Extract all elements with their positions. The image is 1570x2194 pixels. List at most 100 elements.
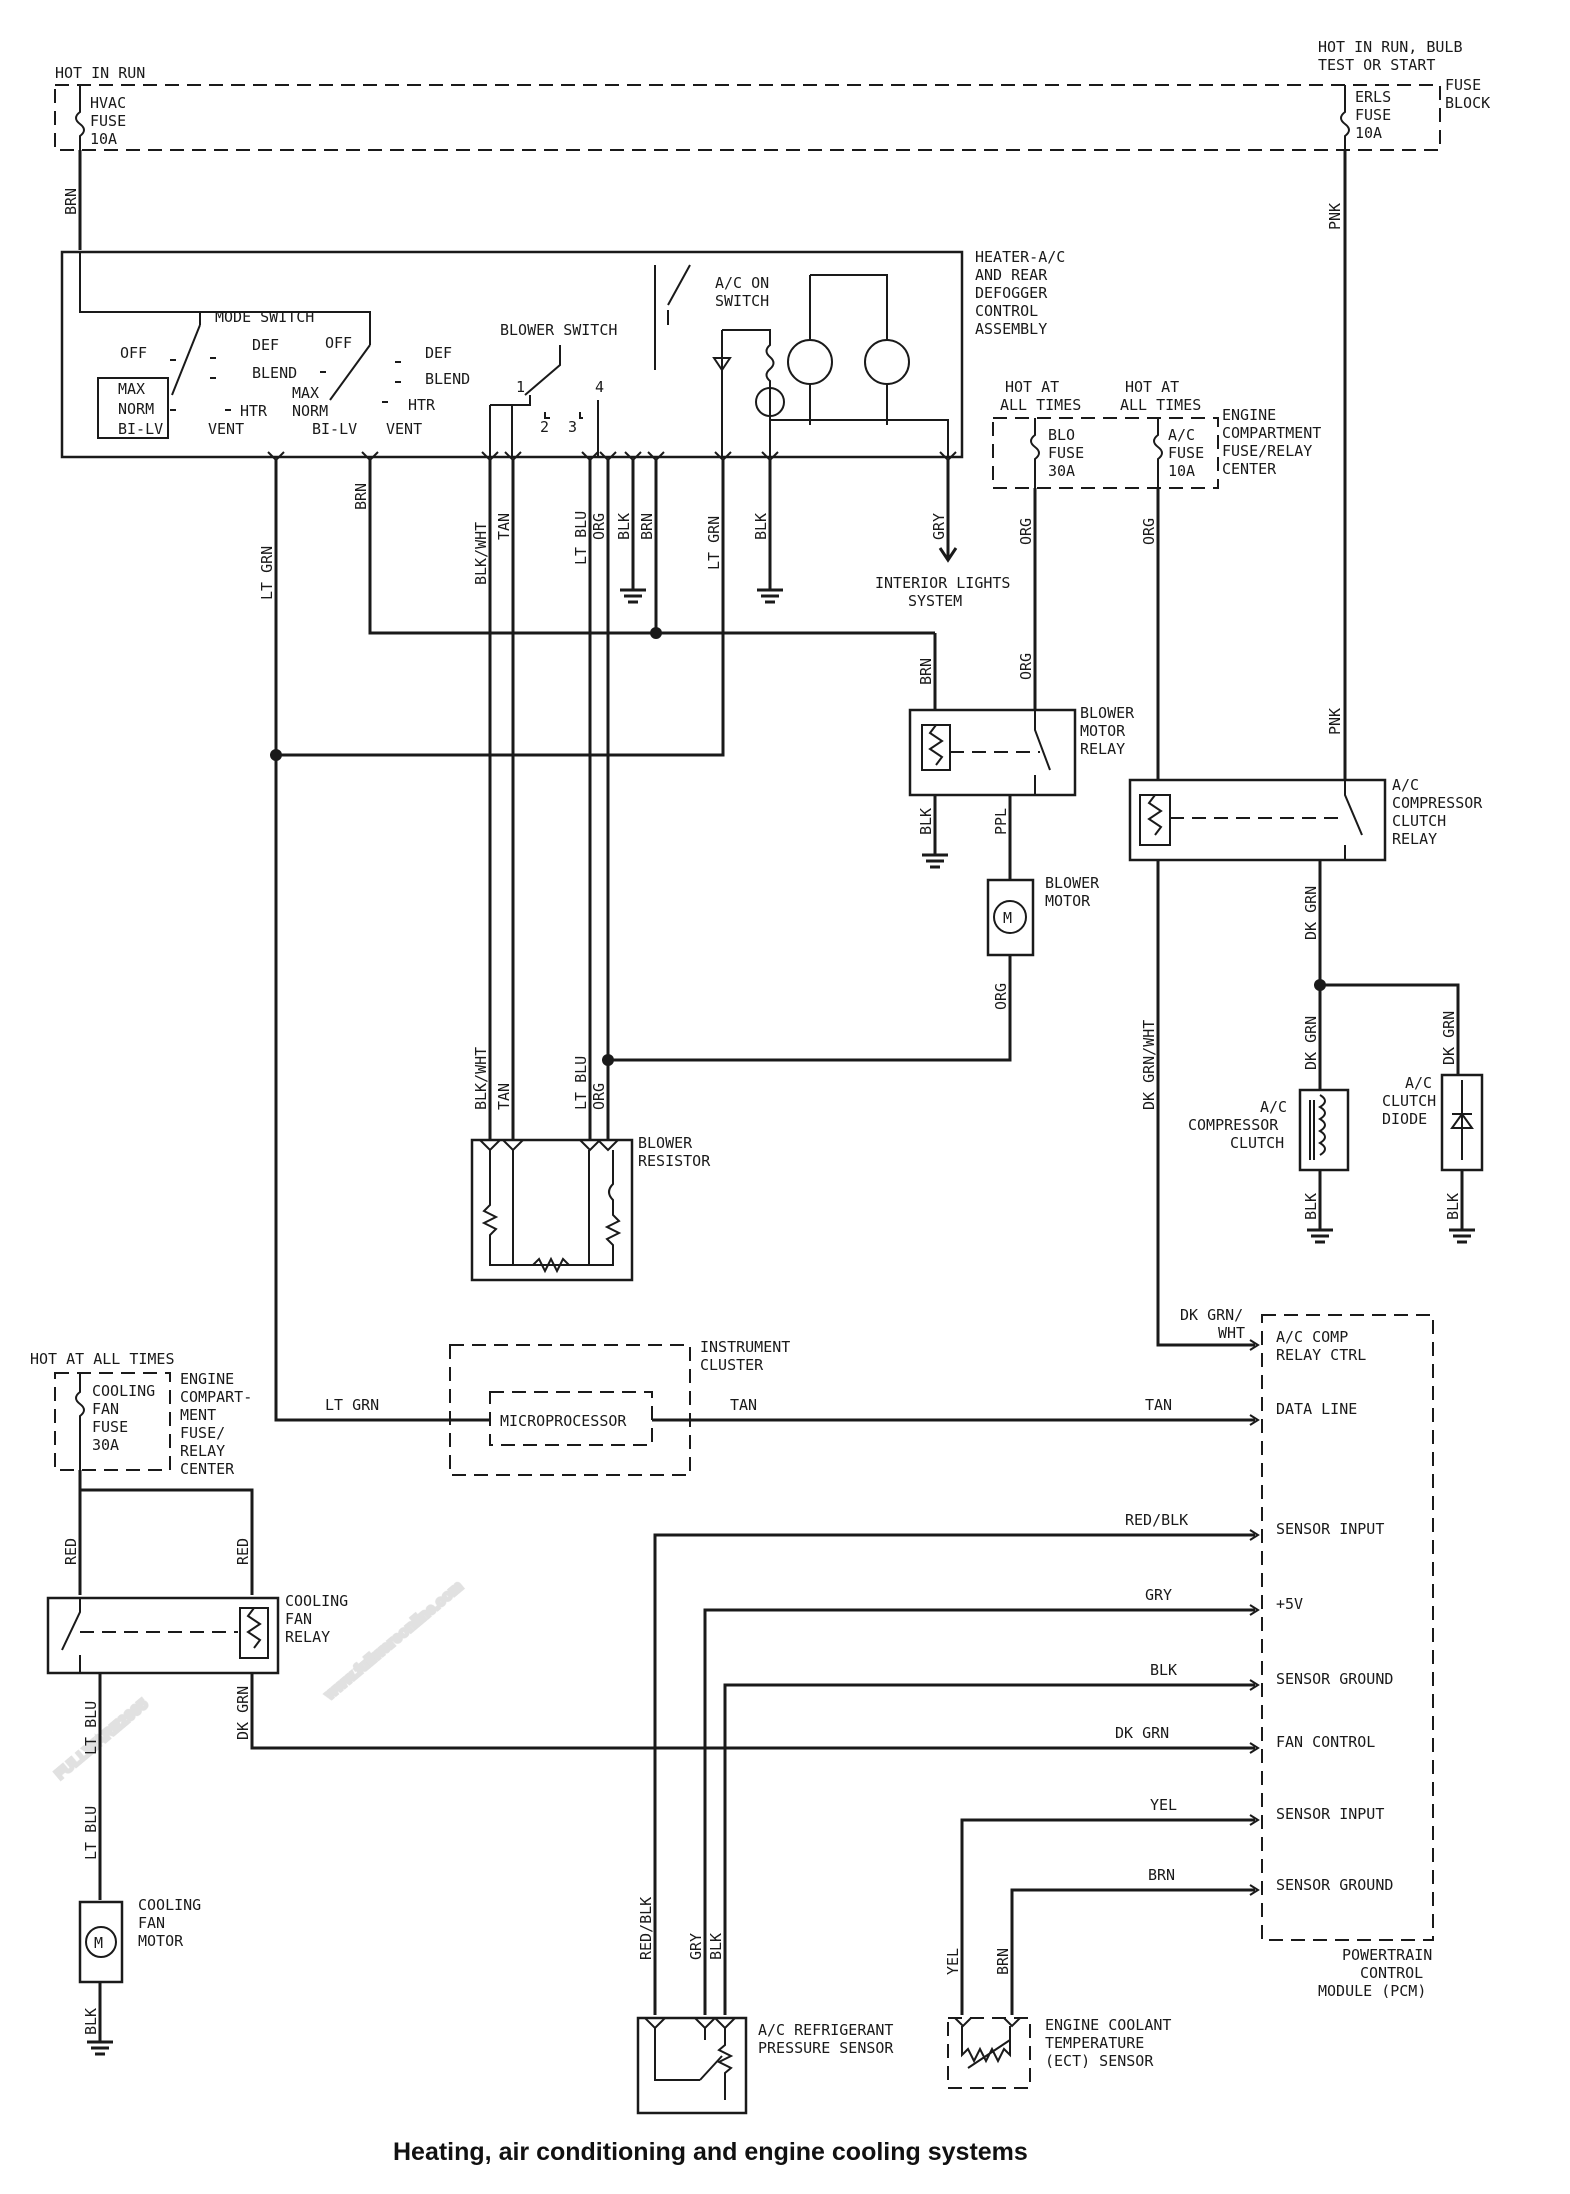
erls-fuse-symbol [1340, 85, 1350, 150]
pcm-pin-ac-comp: A/C COMP [1276, 1328, 1348, 1346]
wire-tan-4: TAN [1145, 1396, 1172, 1414]
blower-pos-2: 2 [540, 418, 549, 436]
ac-compressor-clutch: A/C COMPRESSOR CLUTCH BLK [1188, 1088, 1350, 1244]
wire-ltblu-3: LT BLU [82, 1701, 100, 1755]
fuse-block: HOT IN RUN HOT IN RUN, BULB TEST OR STAR… [54, 38, 1490, 151]
cff-4: 30A [92, 1436, 119, 1454]
wire-blkwht-2: BLK/WHT [472, 1047, 490, 1110]
wire-pnk-top: PNK [1326, 203, 1344, 230]
mode-blend: BLEND [252, 364, 297, 382]
wire-brn-5: BRN [1148, 1866, 1175, 1884]
ac-compressor-clutch-relay: A/C COMPRESSOR CLUTCH RELAY DK GRN/WHT D… [1128, 776, 1483, 1347]
acd-3: DIODE [1382, 1110, 1427, 1128]
wire-brn-6: BRN [994, 1948, 1012, 1975]
wire-brn-top: BRN [62, 188, 80, 215]
wire-blk-6: BLK [82, 2008, 100, 2035]
cff-1: COOLING [92, 1382, 155, 1400]
acc-1: A/C [1260, 1098, 1287, 1116]
pcm-pin-fan-control: FAN CONTROL [1276, 1733, 1375, 1751]
pcm-pin-5v: +5V [1276, 1595, 1303, 1613]
wire-gry-3: GRY [687, 1933, 705, 1960]
ac-clutch-diode: A/C CLUTCH DIODE BLK [1382, 1073, 1484, 1244]
mode-bilv: BI-LV [118, 420, 163, 438]
wire-dkgrn-5: DK GRN [1115, 1724, 1169, 1742]
hvac-fuse-label-3: 10A [90, 130, 117, 148]
mode-r-bilv: BI-LV [312, 420, 357, 438]
wire-redblk-1: RED/BLK [1125, 1511, 1188, 1529]
wire-blk-8: BLK [707, 1933, 725, 1960]
wire-dkgrnwht: DK GRN/WHT [1140, 1020, 1158, 1110]
wire-blk-7: BLK [1150, 1661, 1177, 1679]
cooling-fan-m: M [94, 1934, 103, 1952]
cfm-1: COOLING [138, 1896, 201, 1914]
acc-2: COMPRESSOR [1188, 1116, 1279, 1134]
wire-org-5: ORG [992, 983, 1010, 1010]
acr-4: RELAY [1392, 830, 1437, 848]
ic-1: INSTRUMENT [700, 1338, 790, 1356]
wire-redblk-2: RED/BLK [637, 1897, 655, 1960]
wire-ltgrn-1: LT GRN [258, 546, 276, 600]
wire-org-4: ORG [1140, 518, 1158, 545]
wire-red-2: RED [234, 1538, 252, 1565]
blower-resistor: BLK/WHT TAN LT BLU ORG BLOWER RESISTOR [470, 1047, 711, 1282]
wire-ltblu-1: LT BLU [572, 511, 590, 565]
control-title-2: AND REAR [975, 266, 1048, 284]
wire-dkgrn-2: DK GRN [1302, 1016, 1320, 1070]
cfr-2: FAN [285, 1610, 312, 1628]
hvac-fuse-symbol [75, 85, 85, 150]
cfr-3: RELAY [285, 1628, 330, 1646]
wire-blkwht-1: BLK/WHT [472, 522, 490, 585]
ec2-4: FUSE/ [180, 1424, 225, 1442]
erls-fuse-label-3: 10A [1355, 124, 1382, 142]
label-hot-in-run: HOT IN RUN [55, 64, 145, 82]
label-hot-bulb-1: HOT IN RUN, BULB [1318, 38, 1463, 56]
ec2-2: COMPART- [180, 1388, 252, 1406]
ac-fuse-2: FUSE [1168, 444, 1204, 462]
wire-blk-4: BLK [1302, 1193, 1320, 1220]
ac-fuse-3: 10A [1168, 462, 1195, 480]
pcm-2: CONTROL [1360, 1964, 1423, 1982]
hvac-fuse-label-2: FUSE [90, 112, 126, 130]
ect-2: TEMPERATURE [1045, 2034, 1144, 2052]
wire-ltblu-2: LT BLU [572, 1056, 590, 1110]
mode-r-htr: HTR [408, 396, 436, 414]
cfm-2: FAN [138, 1914, 165, 1932]
blower-motor-m: M [1003, 909, 1012, 927]
wire-blk-3: BLK [917, 808, 935, 835]
hot1-b: ALL TIMES [1000, 396, 1081, 414]
blower-switch-label: BLOWER SWITCH [500, 321, 617, 339]
figure-caption: Heating, air conditioning and engine coo… [393, 2138, 1028, 2166]
acd-1: A/C [1405, 1074, 1432, 1092]
erls-fuse-label-1: ERLS [1355, 88, 1391, 106]
wire-wht-label: WHT [1218, 1324, 1245, 1342]
ac-on-switch-2: SWITCH [715, 292, 769, 310]
control-title-1: HEATER-A/C [975, 248, 1065, 266]
pcm-1: POWERTRAIN [1342, 1946, 1432, 1964]
wire-ltgrn-3: LT GRN [325, 1396, 379, 1414]
hvac-fuse-label-1: HVAC [90, 94, 126, 112]
wire-gry-2: GRY [1145, 1586, 1172, 1604]
wire-ltblu-4: LT BLU [82, 1806, 100, 1860]
cooling-fan-circuit: HOT AT ALL TIMES COOLING FAN FUSE 30A EN… [30, 1350, 1255, 2056]
instrument-cluster: MICROPROCESSOR INSTRUMENT CLUSTER LT GRN… [325, 1338, 1255, 1476]
wire-org-2: ORG [1017, 518, 1035, 545]
ec2-5: RELAY [180, 1442, 225, 1460]
acr-2: COMPRESSOR [1392, 794, 1483, 812]
ec2-3: MENT [180, 1406, 216, 1424]
center-3: FUSE/RELAY [1222, 442, 1312, 460]
ac-on-switch-1: A/C ON [715, 274, 769, 292]
wire-org-1: ORG [590, 513, 608, 540]
label-fuse-block-1: FUSE [1445, 76, 1481, 94]
wire-gry-1: GRY [930, 513, 948, 540]
wire-brn-4: BRN [917, 658, 935, 685]
pcm-3: MODULE (PCM) [1318, 1982, 1426, 2000]
blo-fuse-2: FUSE [1048, 444, 1084, 462]
wire-org-3: ORG [1017, 653, 1035, 680]
microprocessor-label: MICROPROCESSOR [500, 1412, 627, 1430]
mode-r-def: DEF [425, 344, 452, 362]
pcm: A/C COMP RELAY CTRL DATA LINE SENSOR INP… [1249, 1314, 1434, 2000]
mode-vent: VENT [208, 420, 244, 438]
wire-org-6: ORG [590, 1083, 608, 1110]
bmr-1: BLOWER [1080, 704, 1135, 722]
